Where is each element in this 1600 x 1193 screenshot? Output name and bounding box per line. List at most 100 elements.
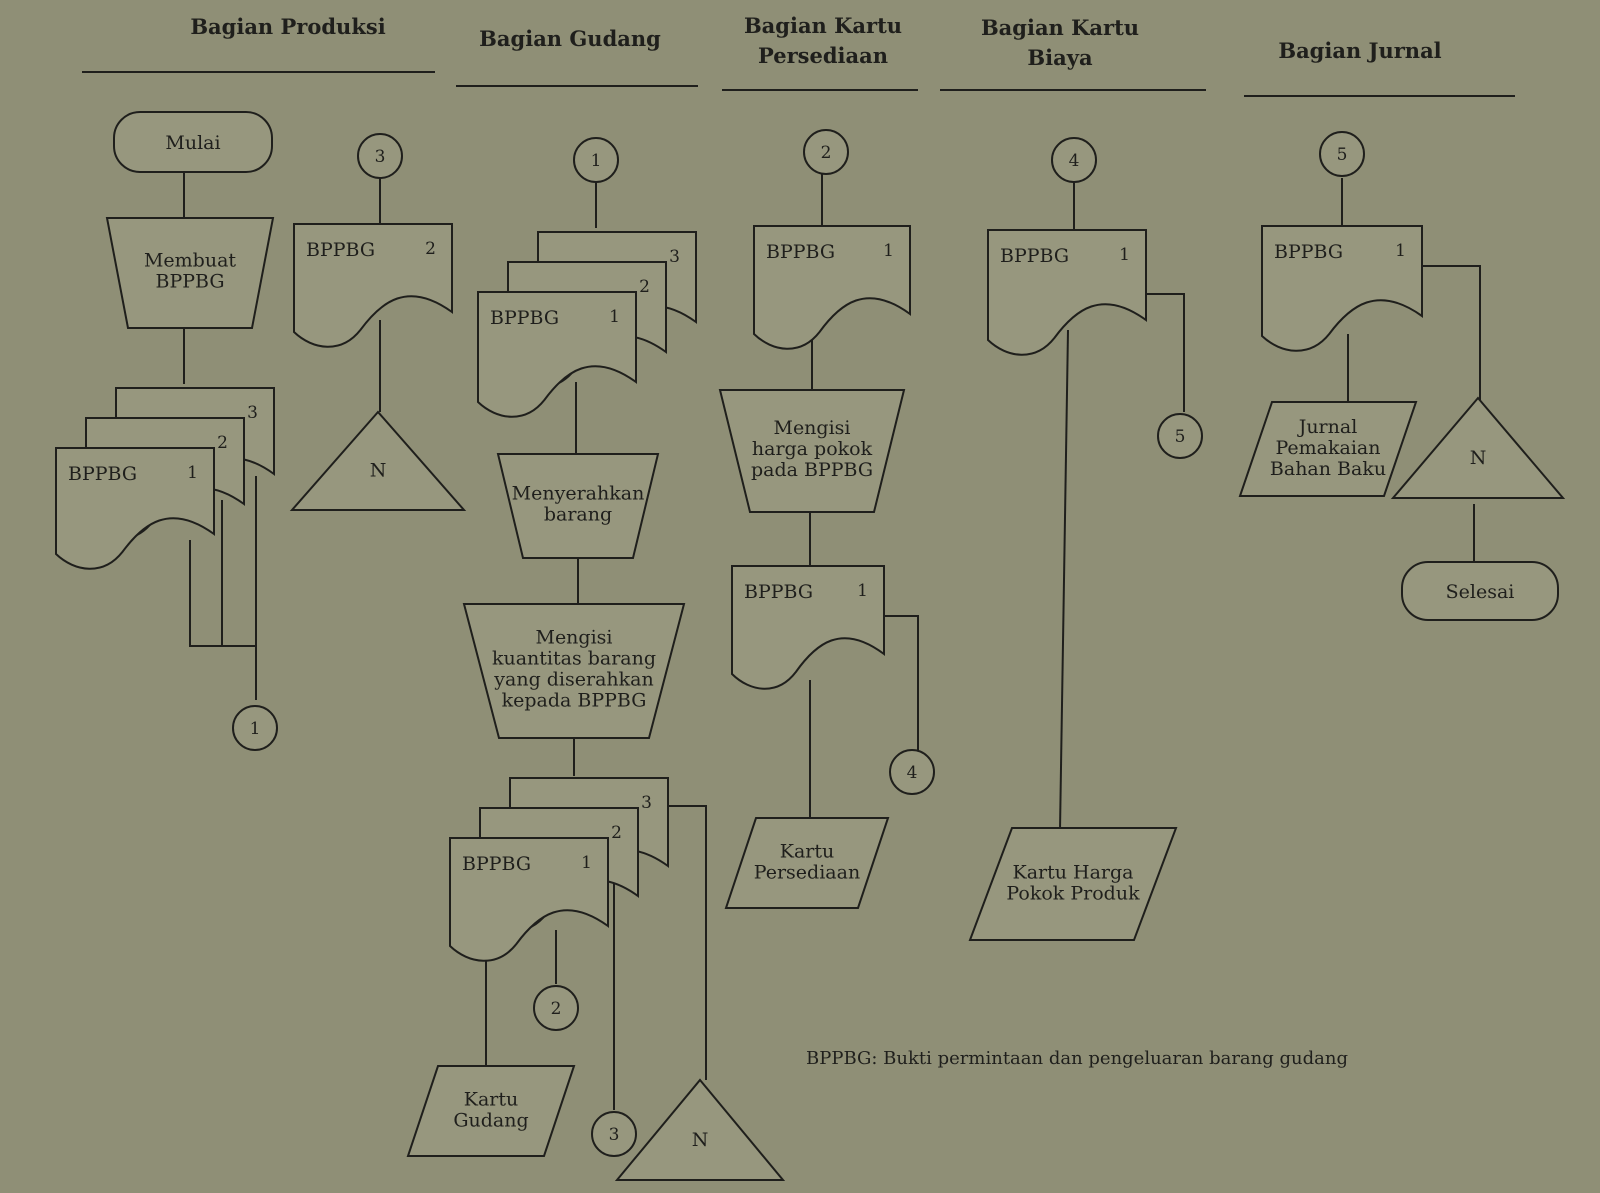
record-parallelogram-shape [1238,401,1418,497]
file-triangle-shape [614,1078,786,1181]
jurnal-doc-1: BPPBG 1 [1261,225,1423,352]
start-terminal: Mulai [113,111,273,173]
label-text: 3 [247,403,258,423]
connector-4-out: 4 [889,749,935,795]
label-text: 1 [187,463,198,483]
label-text: 2 [611,823,622,843]
label-text: N [692,1129,709,1151]
connector-circle [1157,413,1203,459]
label-text: 2 [821,143,832,163]
label-text: 3 [641,793,652,813]
document-shape [1261,225,1423,352]
document-shape [477,291,637,418]
label-text: 1 [591,151,602,171]
connector-circle [591,1111,637,1157]
connector-circle [1319,131,1365,177]
connector-circle [357,133,403,179]
file-triangle-shape [1390,396,1566,499]
document-shape [449,837,609,962]
connector-1-out: 1 [232,705,278,751]
produksi-file-n: N [289,410,467,511]
jurnal-file-n: N [1390,396,1566,499]
connector-2-in: 2 [803,129,849,175]
label-text: 5 [1175,427,1186,447]
document-shape [987,229,1147,356]
document-shape [293,223,453,348]
connector-2-out: 2 [533,985,579,1031]
connector-circle [533,985,579,1031]
label-text: Bagian Jurnal [1278,38,1441,63]
label-text: BPPBG [744,581,813,603]
connector-3-in: 3 [357,133,403,179]
lane-header-2: Bagian Gudang [456,26,698,87]
document-shape [731,565,885,690]
connector-circle [573,137,619,183]
label-text: BPPBG [306,239,375,261]
record-parallelogram-shape [406,1065,576,1157]
persediaan-doc-2: BPPBG 1 [731,565,885,690]
label-text: BPPBG [490,307,559,329]
record-parallelogram-shape [724,817,890,909]
gudang-file-n: N [614,1078,786,1181]
document-shape [55,447,215,570]
connector-circle [1051,137,1097,183]
connector-5-out: 5 [1157,413,1203,459]
label-text: 2 [639,277,650,297]
legend-note: BPPBG: Bukti permintaan dan pengeluaran … [806,1048,1348,1069]
manual-process-shape [718,389,906,513]
label-text: 1 [609,307,620,327]
label-text: 1 [250,719,261,739]
label-text: Bagian Gudang [479,26,661,51]
label-text: BPPBG: Bukti permintaan dan pengeluaran … [806,1048,1348,1069]
connector-circle [803,129,849,175]
record-parallelogram-shape [968,827,1178,941]
label-text: 5 [1337,145,1348,165]
document-shape [753,225,911,350]
biaya-doc-1: BPPBG 1 [987,229,1147,356]
end-terminal: Selesai [1401,561,1559,621]
connector-3-out: 3 [591,1111,637,1157]
label-text: 3 [669,247,680,267]
terminal-shape [113,111,273,173]
label-text: 1 [1119,245,1130,265]
label-text: 1 [857,581,868,601]
label-text: 3 [609,1125,620,1145]
label-text: Selesai [1446,581,1515,603]
label-text: BPPBG [68,463,137,485]
label-text: BPPBG [1000,245,1069,267]
label-text: 1 [883,241,894,261]
connector-circle [232,705,278,751]
connector-circle [889,749,935,795]
connector-4-in: 4 [1051,137,1097,183]
label-text: 1 [1395,241,1406,261]
label-text: 3 [375,147,386,167]
label-text: N [1470,447,1487,469]
flow-lines [183,172,1481,1110]
label-text: BPPBG [1274,241,1343,263]
lane-header-1: Bagian Produksi [82,14,435,73]
label-text: 4 [907,763,918,783]
